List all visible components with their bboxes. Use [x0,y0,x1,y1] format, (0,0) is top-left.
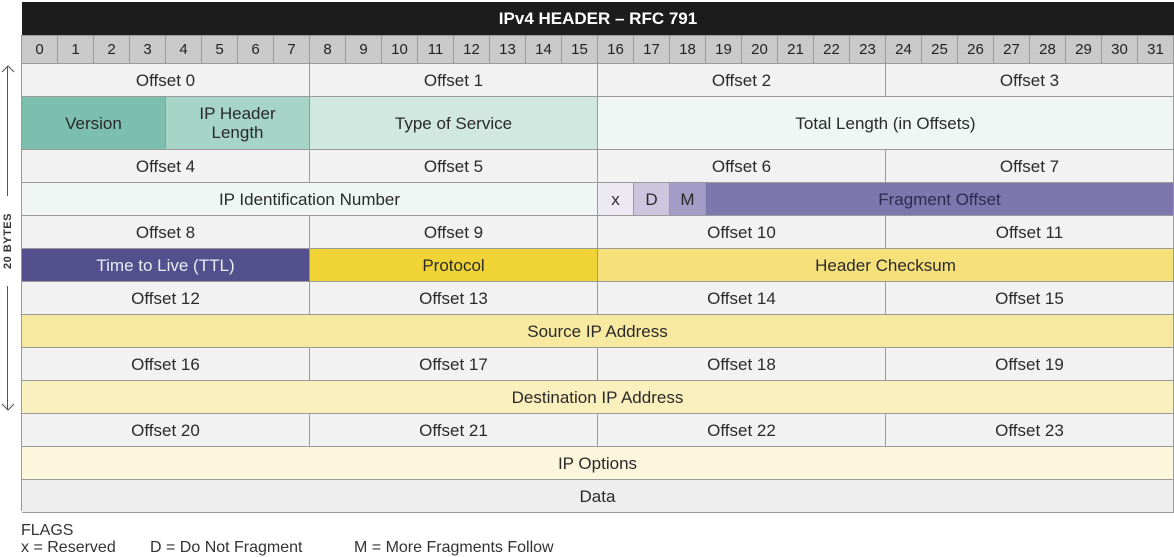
field-fragment-offset: Fragment Offset [706,183,1174,216]
bit-number: 6 [238,35,274,64]
bit-number: 28 [1030,35,1066,64]
bit-number: 22 [814,35,850,64]
legend-item-more-fragments: M = More Fragments Follow [354,539,554,556]
offset-label: Offset 8 [22,216,310,249]
bit-number: 14 [526,35,562,64]
field-data: Data [22,480,1174,513]
arrow-up-icon [1,65,15,73]
field-ip-identification-number: IP Identification Number [22,183,598,216]
arrow-down-icon [1,403,15,411]
bit-number: 17 [634,35,670,64]
bit-number: 7 [274,35,310,64]
bit-number: 1 [58,35,94,64]
offset-label: Offset 0 [22,64,310,97]
field-time-to-live: Time to Live (TTL) [22,249,310,282]
flag-reserved: x [598,183,634,216]
offset-label: Offset 13 [310,282,598,315]
bit-number: 15 [562,35,598,64]
offset-label: Offset 7 [886,150,1174,183]
offset-label: Offset 22 [598,414,886,447]
offset-label: Offset 21 [310,414,598,447]
offset-label: Offset 2 [598,64,886,97]
field-header-checksum: Header Checksum [598,249,1174,282]
bit-number: 30 [1102,35,1138,64]
bit-number: 12 [454,35,490,64]
bit-number: 0 [22,35,58,64]
bit-number: 3 [130,35,166,64]
offset-label: Offset 17 [310,348,598,381]
offset-label: Offset 4 [22,150,310,183]
field-protocol: Protocol [310,249,598,282]
field-total-length: Total Length (in Offsets) [598,97,1174,150]
bit-number: 11 [418,35,454,64]
bit-number: 5 [202,35,238,64]
field-ip-options: IP Options [22,447,1174,480]
bit-number: 19 [706,35,742,64]
legend-item-reserved: x = Reserved [21,539,116,556]
legend-title: FLAGS [21,522,74,539]
offset-label: Offset 5 [310,150,598,183]
offset-label: Offset 9 [310,216,598,249]
offset-label: Offset 23 [886,414,1174,447]
bit-number: 31 [1138,35,1174,64]
offset-label: Offset 19 [886,348,1174,381]
offset-label: Offset 12 [22,282,310,315]
bit-number: 24 [886,35,922,64]
offset-label: Offset 14 [598,282,886,315]
bit-number: 9 [346,35,382,64]
bit-number: 26 [958,35,994,64]
field-destination-ip-address: Destination IP Address [22,381,1174,414]
field-source-ip-address: Source IP Address [22,315,1174,348]
offset-label: Offset 16 [22,348,310,381]
flag-more-fragments: M [670,183,706,216]
bit-number: 27 [994,35,1030,64]
bit-number: 8 [310,35,346,64]
offset-label: Offset 20 [22,414,310,447]
offset-label: Offset 3 [886,64,1174,97]
bit-number: 16 [598,35,634,64]
bracket-line-top [7,66,8,196]
bit-number: 2 [94,35,130,64]
bit-number: 10 [382,35,418,64]
field-version: Version [22,97,166,150]
field-ip-header-length: IP Header Length [166,97,310,150]
offset-label: Offset 11 [886,216,1174,249]
bracket-line-bottom [7,286,8,410]
bit-number: 25 [922,35,958,64]
bit-number: 20 [742,35,778,64]
bit-number: 29 [1066,35,1102,64]
diagram-title: IPv4 HEADER – RFC 791 [22,2,1174,35]
size-label: 20 BYTES [2,213,14,269]
bit-number: 18 [670,35,706,64]
legend-item-dont-fragment: D = Do Not Fragment [150,539,303,556]
offset-label: Offset 10 [598,216,886,249]
bit-number: 13 [490,35,526,64]
offset-label: Offset 1 [310,64,598,97]
offset-label: Offset 15 [886,282,1174,315]
bit-number: 21 [778,35,814,64]
offset-label: Offset 18 [598,348,886,381]
field-type-of-service: Type of Service [310,97,598,150]
flag-dont-fragment: D [634,183,670,216]
bit-number: 23 [850,35,886,64]
bit-number: 4 [166,35,202,64]
offset-label: Offset 6 [598,150,886,183]
